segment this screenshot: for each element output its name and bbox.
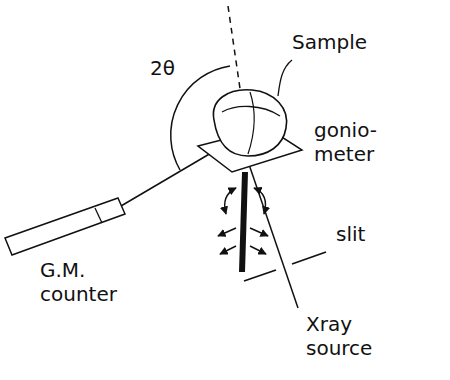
sample-crystal bbox=[222, 106, 280, 116]
part-label: gonio- meter bbox=[312, 118, 394, 166]
tilt-arrow bbox=[220, 246, 236, 254]
part-label: Xray source bbox=[304, 312, 388, 360]
rotation-arrow bbox=[225, 188, 236, 214]
counter-tube bbox=[95, 208, 102, 223]
part-label: slit bbox=[334, 222, 367, 246]
tilt-arrow bbox=[250, 228, 268, 236]
rotation-arrow bbox=[254, 188, 266, 214]
part-label: G.M. counter bbox=[38, 258, 134, 306]
sample-crystal bbox=[213, 90, 286, 156]
part-label: Sample bbox=[290, 30, 369, 54]
sample-crystal bbox=[248, 92, 254, 154]
tilt-arrow bbox=[250, 246, 266, 254]
goniometer-rod bbox=[242, 172, 245, 272]
slit-plate bbox=[292, 252, 326, 264]
angle-label: 2θ bbox=[148, 56, 177, 80]
counter-tube bbox=[5, 198, 125, 255]
slit-plate bbox=[244, 270, 276, 281]
leader-line bbox=[278, 60, 292, 96]
tilt-arrow bbox=[218, 228, 236, 236]
